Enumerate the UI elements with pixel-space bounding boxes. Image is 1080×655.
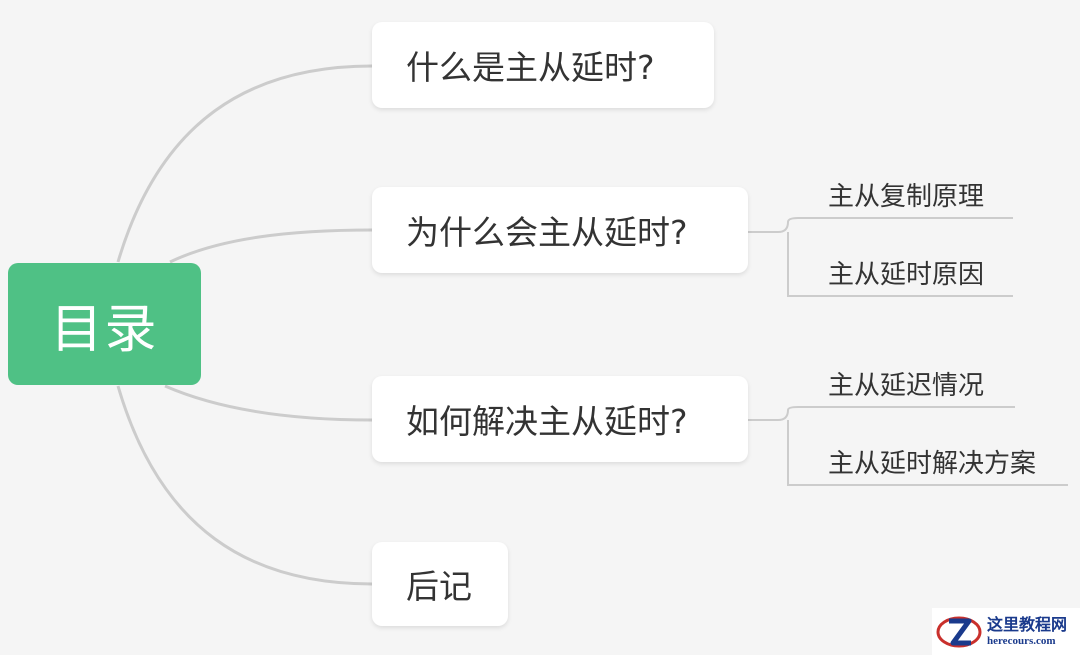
root-label: 目录 bbox=[50, 299, 159, 360]
subtopic-replication-principle[interactable]: 主从复制原理 bbox=[828, 182, 985, 212]
edge-root-topic-3 bbox=[164, 384, 373, 422]
subtopic-delay-reason[interactable]: 主从延时原因 bbox=[828, 260, 985, 290]
subtopic-delay-situation[interactable]: 主从延迟情况 bbox=[828, 371, 985, 401]
topic-node-why-delay[interactable]: 为什么会主从延时? bbox=[372, 187, 748, 273]
watermark-title: 这里教程网 bbox=[987, 614, 1068, 634]
topic-label: 为什么会主从延时? bbox=[406, 213, 688, 252]
edge-topic-3-children bbox=[748, 406, 1068, 486]
watermark: 这里教程网 herecours.com bbox=[932, 608, 1080, 655]
edge-root-topic-1 bbox=[116, 64, 373, 263]
subtopic-delay-solution[interactable]: 主从延时解决方案 bbox=[828, 449, 1037, 479]
root-node[interactable]: 目录 bbox=[8, 263, 201, 385]
edge-root-topic-2 bbox=[169, 228, 373, 264]
edge-root-topic-4 bbox=[116, 385, 373, 586]
topic-node-afterword[interactable]: 后记 bbox=[372, 542, 508, 626]
topic-node-how-solve[interactable]: 如何解决主从延时? bbox=[372, 376, 748, 462]
topic-label: 如何解决主从延时? bbox=[406, 402, 688, 441]
z-logo-icon bbox=[936, 616, 982, 647]
topic-label: 什么是主从延时? bbox=[406, 48, 655, 87]
edge-topic-2-children bbox=[748, 217, 1013, 297]
topic-label: 后记 bbox=[406, 567, 472, 606]
watermark-url: herecours.com bbox=[987, 634, 1056, 647]
topic-node-what-is-delay[interactable]: 什么是主从延时? bbox=[372, 22, 714, 108]
